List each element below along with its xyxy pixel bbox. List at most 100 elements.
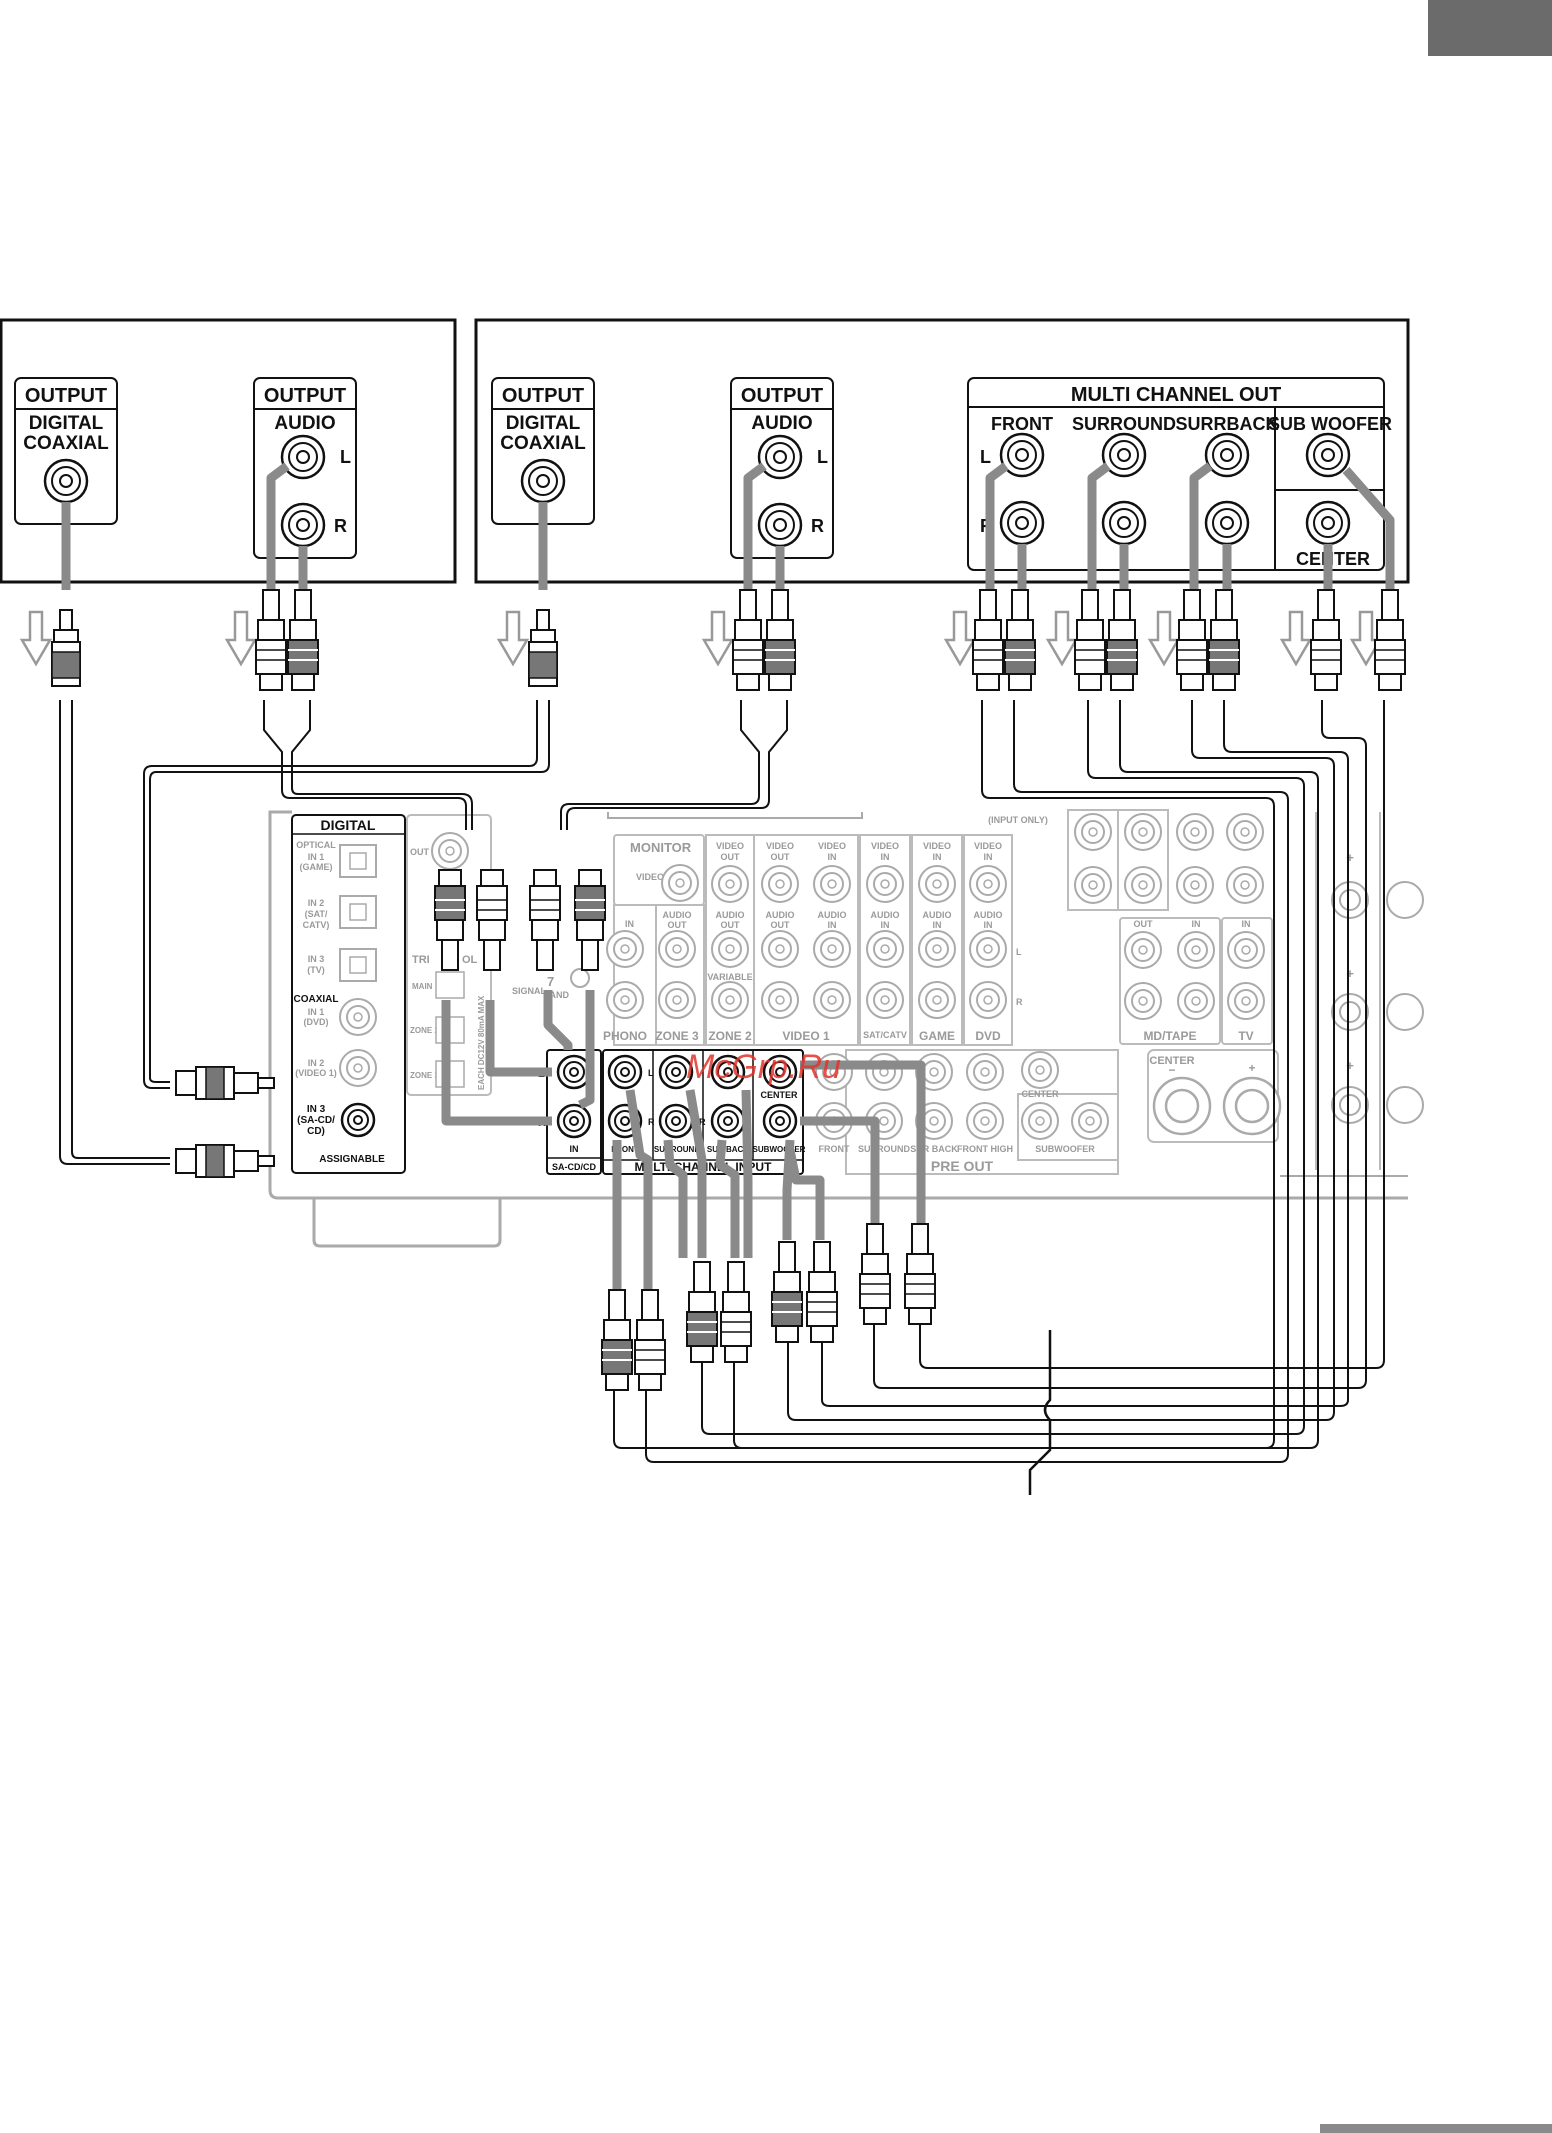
svg-text:IN: IN xyxy=(1242,919,1251,929)
svg-text:TV: TV xyxy=(1238,1029,1253,1043)
av-io-section: MONITOR VIDEO OUT VIDEO OUT VIDEO OUT VI… xyxy=(603,809,1424,1175)
svg-text:MONITOR: MONITOR xyxy=(630,840,692,855)
svg-text:IN: IN xyxy=(933,852,942,862)
svg-text:PHONO: PHONO xyxy=(603,1029,647,1043)
svg-text:AUDIO: AUDIO xyxy=(974,910,1003,920)
left-audio-output: OUTPUT AUDIO L R xyxy=(253,377,357,559)
left-player: OUTPUT DIGITAL COAXIAL OUTPUT AUDIO L R xyxy=(0,318,457,584)
svg-text:MULTI CHANNEL OUT: MULTI CHANNEL OUT xyxy=(1071,384,1281,406)
svg-text:COAXIAL: COAXIAL xyxy=(23,433,109,454)
svg-text:AUDIO: AUDIO xyxy=(766,910,795,920)
svg-text:SURROUND: SURROUND xyxy=(1072,414,1176,434)
digital-input-panel: DIGITAL OPTICAL IN 1 (GAME) IN 2 (SAT/ C… xyxy=(291,814,406,1174)
svg-text:(TV): (TV) xyxy=(307,965,325,975)
svg-text:R: R xyxy=(811,516,824,536)
svg-text:SUR BACK: SUR BACK xyxy=(707,1145,749,1154)
svg-text:OUTPUT: OUTPUT xyxy=(25,385,107,407)
svg-text:IN 3: IN 3 xyxy=(307,1104,326,1115)
svg-text:MAIN: MAIN xyxy=(412,982,433,991)
svg-text:OUT 2: OUT 2 xyxy=(410,847,437,857)
svg-text:AUDIO: AUDIO xyxy=(923,910,952,920)
svg-text:SUR BACK: SUR BACK xyxy=(910,1144,958,1154)
svg-text:−: − xyxy=(1168,1063,1175,1077)
svg-text:DIGITAL: DIGITAL xyxy=(506,413,581,434)
svg-text:IN: IN xyxy=(984,852,993,862)
svg-text:SUB WOOFER: SUB WOOFER xyxy=(1268,414,1392,434)
svg-text:CENTER: CENTER xyxy=(1296,549,1370,569)
svg-text:DIGITAL: DIGITAL xyxy=(29,413,104,434)
svg-text:SAT/CATV: SAT/CATV xyxy=(863,1030,907,1040)
svg-text:VIDEO: VIDEO xyxy=(923,841,951,851)
signal-flow-arrows xyxy=(61,462,1395,1290)
svg-text:R: R xyxy=(699,1117,706,1127)
svg-text:+: + xyxy=(1346,1058,1354,1073)
svg-text:IN 3: IN 3 xyxy=(308,954,325,964)
svg-text:OUT: OUT xyxy=(1134,919,1154,929)
svg-text:DIGITAL: DIGITAL xyxy=(321,817,376,833)
svg-text:BAND: BAND xyxy=(543,990,569,1000)
svg-text:OUT: OUT xyxy=(668,920,688,930)
svg-text:SIGNAL: SIGNAL xyxy=(512,986,547,996)
svg-text:IN: IN xyxy=(984,920,993,930)
svg-text:SUBWOOFER: SUBWOOFER xyxy=(753,1145,806,1154)
svg-text:(DVD): (DVD) xyxy=(304,1017,329,1027)
svg-text:+: + xyxy=(1346,966,1354,981)
svg-text:AUDIO: AUDIO xyxy=(871,910,900,920)
svg-text:CENTER: CENTER xyxy=(1021,1089,1059,1099)
svg-text:SURRBACK: SURRBACK xyxy=(1176,414,1279,434)
svg-text:CD): CD) xyxy=(307,1126,325,1137)
svg-text:7: 7 xyxy=(547,974,554,989)
svg-text:AUDIO: AUDIO xyxy=(716,910,745,920)
svg-text:ZONE 3: ZONE 3 xyxy=(655,1029,699,1043)
svg-text:(GAME): (GAME) xyxy=(300,862,333,872)
page-footer-bar xyxy=(1320,2124,1552,2133)
page-tab xyxy=(1428,0,1552,56)
plugs xyxy=(51,589,1406,1391)
svg-text:VIDEO: VIDEO xyxy=(716,841,744,851)
svg-text:FRONT: FRONT xyxy=(611,1145,639,1154)
svg-text:R: R xyxy=(648,1117,655,1127)
svg-text:SA-CD/CD: SA-CD/CD xyxy=(552,1162,596,1172)
svg-text:OUTPUT: OUTPUT xyxy=(502,385,584,407)
svg-text:IN: IN xyxy=(881,852,890,862)
svg-text:VIDEO: VIDEO xyxy=(871,841,899,851)
svg-text:(SAT/: (SAT/ xyxy=(305,909,328,919)
multi-channel-out: MULTI CHANNEL OUT FRONT SURROUND SURRBAC… xyxy=(967,377,1392,571)
left-digital-output: OUTPUT DIGITAL COAXIAL xyxy=(14,377,118,525)
svg-text:COAXIAL: COAXIAL xyxy=(500,433,586,454)
svg-text:IN 1: IN 1 xyxy=(308,852,325,862)
svg-text:IN 2: IN 2 xyxy=(308,1058,325,1068)
svg-text:L: L xyxy=(340,447,351,467)
svg-text:IN: IN xyxy=(570,1144,579,1154)
svg-text:IN: IN xyxy=(1192,919,1201,929)
svg-text:ZONE 3: ZONE 3 xyxy=(410,1071,439,1080)
svg-text:OL: OL xyxy=(462,954,478,966)
svg-text:PRE OUT: PRE OUT xyxy=(931,1158,994,1174)
svg-text:SURROUND: SURROUND xyxy=(654,1145,700,1154)
svg-text:IN: IN xyxy=(881,920,890,930)
svg-text:VIDEO 1: VIDEO 1 xyxy=(782,1029,830,1043)
svg-text:FRONT HIGH: FRONT HIGH xyxy=(957,1144,1013,1154)
svg-text:SURROUND: SURROUND xyxy=(858,1144,911,1154)
svg-text:AUDIO: AUDIO xyxy=(274,413,335,434)
svg-text:AUDIO: AUDIO xyxy=(751,413,812,434)
svg-text:IN: IN xyxy=(933,920,942,930)
svg-text:FRONT: FRONT xyxy=(819,1144,850,1154)
svg-text:IN: IN xyxy=(828,852,837,862)
svg-text:OUTPUT: OUTPUT xyxy=(741,385,823,407)
receiver-rear-panel: DIGITAL OPTICAL IN 1 (GAME) IN 2 (SAT/ C… xyxy=(268,809,1424,1248)
svg-text:GAME: GAME xyxy=(919,1029,955,1043)
svg-text:AUDIO: AUDIO xyxy=(818,910,847,920)
svg-text:SUBWOOFER: SUBWOOFER xyxy=(1035,1144,1095,1154)
svg-text:OUT: OUT xyxy=(721,852,741,862)
svg-text:OPTICAL: OPTICAL xyxy=(296,840,336,850)
svg-text:R: R xyxy=(334,516,347,536)
svg-text:IN 2: IN 2 xyxy=(308,898,325,908)
svg-text:DVD: DVD xyxy=(975,1029,1001,1043)
svg-text:L: L xyxy=(817,447,828,467)
svg-text:AUDIO: AUDIO xyxy=(663,910,692,920)
svg-text:OUT: OUT xyxy=(771,852,791,862)
watermark: McGrp.Ru xyxy=(686,1048,841,1086)
svg-text:+: + xyxy=(1248,1061,1255,1075)
